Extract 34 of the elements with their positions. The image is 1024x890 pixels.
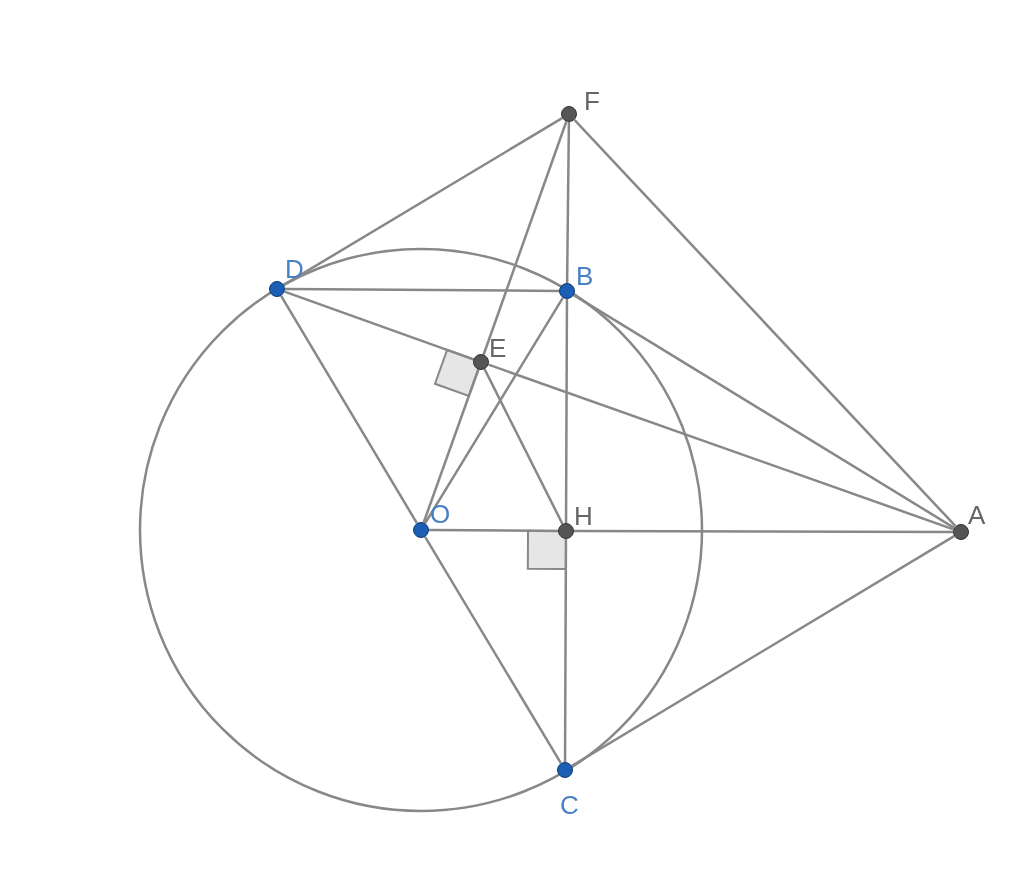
line-segment [573,119,957,527]
line-segment [283,117,563,286]
point-label: A [968,502,986,528]
line-segment [483,368,564,525]
point-label: H [574,503,593,529]
line-segment [285,287,559,293]
line-segment [424,536,562,764]
point-label: B [576,263,594,289]
line-segment [564,299,569,523]
line-segment [429,528,558,533]
line-segment [563,539,568,762]
point-label: F [584,88,600,114]
line-segment [565,122,571,283]
point-dot [269,281,285,297]
point-dot [561,106,577,122]
point-label: C [560,792,579,818]
line-segment [488,363,954,531]
line-segment [284,290,474,361]
point-dot [953,524,969,540]
point-dot [473,354,489,370]
line-segment [571,535,955,767]
point-dot [559,283,575,299]
line-segment [573,294,955,529]
line-segment [280,295,418,524]
line-segment [482,121,568,355]
line-segment [424,297,564,524]
point-label: D [285,256,304,282]
point-dot [558,523,574,539]
line-segment [574,529,953,534]
point-dot [557,762,573,778]
point-dot [413,522,429,538]
point-label: E [489,335,507,361]
line-segment [422,369,480,523]
point-label: O [430,501,451,527]
